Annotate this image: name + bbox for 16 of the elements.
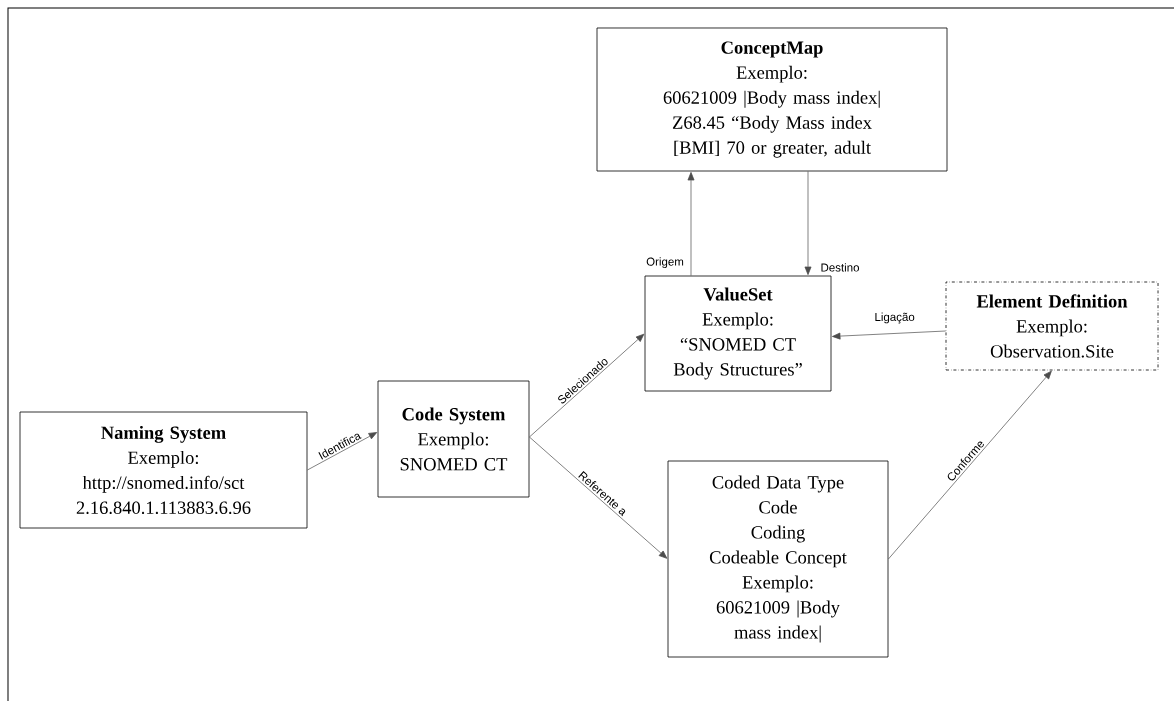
arrow xyxy=(529,436,668,559)
concept-box: Code System Exemplo: SNOMED CT xyxy=(377,380,530,498)
concept-box: Element Definition Exemplo: Observation.Site xyxy=(945,281,1159,371)
arrow xyxy=(832,330,946,340)
concept-box: Naming System Exemplo: http://snomed.info/sct 2.16.840.1.113883.6.96 xyxy=(19,411,308,529)
concept-box: ValueSet Exemplo: “SNOMED CT Body Structures” xyxy=(644,275,832,392)
arrow xyxy=(687,172,695,276)
edge-label: Origem xyxy=(645,256,685,269)
edge-label: Ligação xyxy=(873,311,916,325)
concept-box: ConceptMap Exemplo: 60621009 |Body mass index| Z68.45 “Body Mass index [BMI] 70 or greater, adult xyxy=(596,27,948,172)
edge-label: Destino xyxy=(819,262,861,273)
arrow xyxy=(888,370,1052,560)
arrow xyxy=(804,171,812,275)
arrow xyxy=(529,333,645,438)
arrow xyxy=(307,432,378,471)
concept-box: Coded Data Type Code Coding Codeable Concept Exemplo: 60621009 |Body mass index| xyxy=(667,460,889,658)
